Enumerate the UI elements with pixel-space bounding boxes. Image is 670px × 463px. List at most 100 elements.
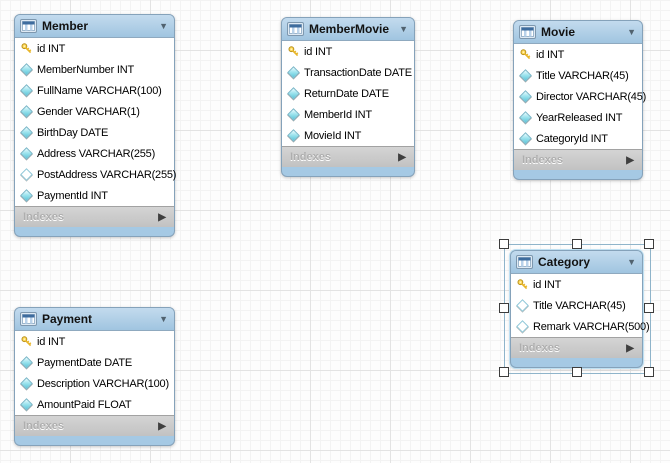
expand-arrow-icon[interactable]: ▶ bbox=[626, 342, 634, 354]
column-row[interactable]: Gender VARCHAR(1) bbox=[15, 101, 174, 122]
column-icon bbox=[20, 63, 33, 76]
column-label: Remark VARCHAR(500) bbox=[533, 320, 650, 333]
column-row[interactable]: id INT bbox=[514, 44, 642, 65]
primary-key-icon bbox=[520, 49, 531, 60]
collapse-arrow-icon[interactable]: ▼ bbox=[399, 24, 408, 34]
column-row[interactable]: Remark VARCHAR(500) bbox=[511, 316, 650, 337]
column-row[interactable]: Director VARCHAR(45) bbox=[514, 86, 646, 107]
column-row[interactable]: MemberId INT bbox=[282, 104, 414, 125]
column-label: id INT bbox=[37, 42, 66, 55]
expand-arrow-icon[interactable]: ▶ bbox=[626, 154, 634, 166]
indexes-bar[interactable]: Indexes▶ bbox=[15, 416, 174, 436]
column-row[interactable]: MemberNumber INT bbox=[15, 59, 174, 80]
table-title: MemberMovie bbox=[309, 22, 390, 36]
selection-handle[interactable] bbox=[572, 367, 582, 377]
column-row[interactable]: Title VARCHAR(45) bbox=[511, 295, 642, 316]
column-nullable-icon bbox=[516, 320, 529, 333]
column-row[interactable]: ReturnDate DATE bbox=[282, 83, 414, 104]
indexes-bar[interactable]: Indexes▶ bbox=[511, 338, 642, 358]
column-icon bbox=[519, 69, 532, 82]
indexes-bar[interactable]: Indexes ▶ bbox=[282, 147, 414, 167]
selection-handle[interactable] bbox=[499, 367, 509, 377]
table-icon bbox=[20, 19, 37, 33]
selection-handle[interactable] bbox=[499, 303, 509, 313]
column-row[interactable]: TransactionDate DATE bbox=[282, 62, 414, 83]
primary-key-icon bbox=[21, 336, 32, 347]
column-label: PaymentDate DATE bbox=[37, 356, 133, 369]
column-icon bbox=[519, 90, 532, 103]
column-row[interactable]: BirthDay DATE bbox=[15, 122, 174, 143]
column-row[interactable]: YearReleased INT bbox=[514, 107, 642, 128]
table-member[interactable]: Member ▼ id INT MemberNumber INT FullName VA… bbox=[14, 14, 177, 237]
primary-key-icon bbox=[517, 279, 528, 290]
table-title: Member bbox=[42, 19, 89, 33]
primary-key-icon bbox=[288, 46, 299, 57]
table-columns: id INT MemberNumber INT FullName VARCHAR(1… bbox=[15, 37, 177, 207]
indexes-bar[interactable]: Indexes▶ bbox=[514, 150, 642, 170]
column-row[interactable]: Address VARCHAR(255) bbox=[15, 143, 174, 164]
column-label: Address VARCHAR(255) bbox=[37, 147, 156, 160]
column-label: BirthDay DATE bbox=[37, 126, 109, 139]
column-row[interactable]: id INT bbox=[15, 331, 174, 352]
column-label: FullName VARCHAR(100) bbox=[37, 84, 162, 97]
expand-arrow-icon[interactable]: ▶ bbox=[398, 151, 406, 163]
column-row[interactable]: Description VARCHAR(100) bbox=[15, 373, 174, 394]
column-label: Description VARCHAR(100) bbox=[37, 377, 169, 390]
selection-handle[interactable] bbox=[644, 367, 654, 377]
primary-key-icon bbox=[21, 43, 32, 54]
column-row[interactable]: FullName VARCHAR(100) bbox=[15, 80, 174, 101]
table-icon bbox=[287, 22, 304, 36]
expand-arrow-icon[interactable]: ▶ bbox=[158, 420, 166, 432]
collapse-arrow-icon[interactable]: ▼ bbox=[159, 21, 168, 31]
column-icon bbox=[20, 356, 33, 369]
column-icon bbox=[20, 84, 33, 97]
column-label: id INT bbox=[37, 335, 66, 348]
column-icon bbox=[287, 129, 300, 142]
table-header[interactable]: Category ▼ bbox=[511, 251, 642, 273]
column-icon bbox=[519, 111, 532, 124]
indexes-label: Indexes bbox=[290, 151, 331, 163]
column-label: AmountPaid FLOAT bbox=[37, 398, 132, 411]
column-row[interactable]: CategoryId INT bbox=[514, 128, 642, 149]
column-row[interactable]: id INT bbox=[15, 38, 174, 59]
table-header[interactable]: Movie▼ bbox=[514, 21, 642, 43]
indexes-bar[interactable]: Indexes▶ bbox=[15, 207, 174, 227]
table-payment[interactable]: Payment▼ id INT PaymentDate DATE Descriptio… bbox=[14, 307, 175, 446]
table-header[interactable]: MemberMovie ▼ bbox=[282, 18, 414, 40]
column-row[interactable]: id INT bbox=[282, 41, 414, 62]
column-label: ReturnDate DATE bbox=[304, 87, 389, 100]
column-row[interactable]: Title VARCHAR(45) bbox=[514, 65, 642, 86]
table-title: Category bbox=[538, 255, 591, 269]
table-bottom-strip bbox=[514, 170, 642, 179]
table-header[interactable]: Payment▼ bbox=[15, 308, 174, 330]
column-icon bbox=[519, 132, 532, 145]
column-label: PostAddress VARCHAR(255) bbox=[37, 168, 177, 181]
column-icon bbox=[20, 398, 33, 411]
table-icon bbox=[519, 25, 536, 39]
table-bottom-strip bbox=[15, 436, 174, 445]
collapse-arrow-icon[interactable]: ▼ bbox=[627, 27, 636, 37]
column-icon bbox=[20, 105, 33, 118]
column-row[interactable]: PaymentDate DATE bbox=[15, 352, 174, 373]
selection-handle[interactable] bbox=[644, 303, 654, 313]
selection-handle[interactable] bbox=[572, 239, 582, 249]
selection-handle[interactable] bbox=[499, 239, 509, 249]
column-row[interactable]: AmountPaid FLOAT bbox=[15, 394, 174, 415]
selection-handle[interactable] bbox=[644, 239, 654, 249]
expand-arrow-icon[interactable]: ▶ bbox=[158, 211, 166, 223]
column-row[interactable]: PostAddress VARCHAR(255) bbox=[15, 164, 177, 185]
column-row[interactable]: id INT bbox=[511, 274, 642, 295]
column-label: CategoryId INT bbox=[536, 132, 608, 145]
column-label: Director VARCHAR(45) bbox=[536, 90, 647, 103]
collapse-arrow-icon[interactable]: ▼ bbox=[627, 257, 636, 267]
column-row[interactable]: MovieId INT bbox=[282, 125, 414, 146]
column-row[interactable]: PaymentId INT bbox=[15, 185, 174, 206]
collapse-arrow-icon[interactable]: ▼ bbox=[159, 314, 168, 324]
table-header[interactable]: Member ▼ bbox=[15, 15, 174, 37]
